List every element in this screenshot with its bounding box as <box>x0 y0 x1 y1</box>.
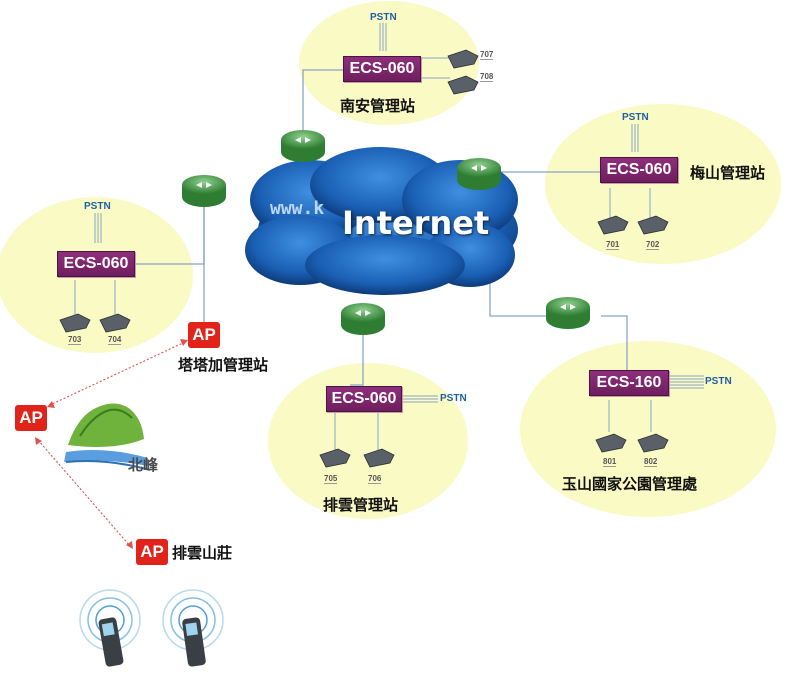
mountain-icon <box>64 403 151 471</box>
place-name-beifeng: 北峰 <box>128 456 159 474</box>
internet-watermark: www.k <box>270 198 325 219</box>
router-icon <box>182 175 226 207</box>
site-name-yushan: 玉山國家公園管理處 <box>562 475 698 493</box>
internet-label: Internet <box>342 204 490 242</box>
arrowheads <box>35 339 188 549</box>
site-name-nanan: 南安管理站 <box>340 97 416 115</box>
ecs-device-nanan: ECS-060 <box>343 56 421 82</box>
internet-cloud <box>245 147 518 295</box>
zone-yushan <box>520 341 776 517</box>
phone-lines <box>74 57 652 450</box>
site-name-tataka: 塔塔加管理站 <box>178 356 269 374</box>
pstn-label: PSTN <box>370 12 397 23</box>
access-point-beifeng: AP <box>15 405 47 431</box>
place-name-paiyun-lodge: 排雲山莊 <box>172 544 233 562</box>
extension-label: 702 <box>646 240 660 250</box>
wireless-phone-icon <box>162 589 224 667</box>
access-point-paiyun-lodge: AP <box>136 539 168 565</box>
extension-label: 703 <box>68 335 82 345</box>
ecs-device-yushan: ECS-160 <box>589 370 669 396</box>
extension-label: 707 <box>480 50 494 60</box>
zone-meishan <box>545 104 781 264</box>
extension-label: 706 <box>368 474 382 484</box>
wireless-links <box>37 341 186 547</box>
router-icon <box>281 130 325 162</box>
router-icon <box>341 303 385 335</box>
extension-label: 801 <box>603 457 617 467</box>
site-name-meishan: 梅山管理站 <box>690 164 766 182</box>
router-icon <box>546 297 590 329</box>
ecs-device-paiyun: ECS-060 <box>326 386 402 412</box>
pstn-label: PSTN <box>622 112 649 123</box>
pstn-lines <box>94 23 704 403</box>
extension-label: 701 <box>606 240 620 250</box>
extension-label: 708 <box>480 72 494 82</box>
ecs-device-tataka: ECS-060 <box>57 251 135 277</box>
pstn-label: PSTN <box>440 393 467 404</box>
phone-icon <box>59 49 669 468</box>
extension-label: 704 <box>108 335 122 345</box>
router-icon <box>457 158 501 190</box>
pstn-label: PSTN <box>705 376 732 387</box>
extension-label: 802 <box>644 457 658 467</box>
pstn-label: PSTN <box>84 201 111 212</box>
wireless-phone-icon <box>79 589 141 667</box>
ecs-device-meishan: ECS-060 <box>600 157 678 183</box>
extension-label: 705 <box>324 474 338 484</box>
access-point-tataka: AP <box>188 322 220 348</box>
site-name-paiyun: 排雲管理站 <box>323 496 399 514</box>
